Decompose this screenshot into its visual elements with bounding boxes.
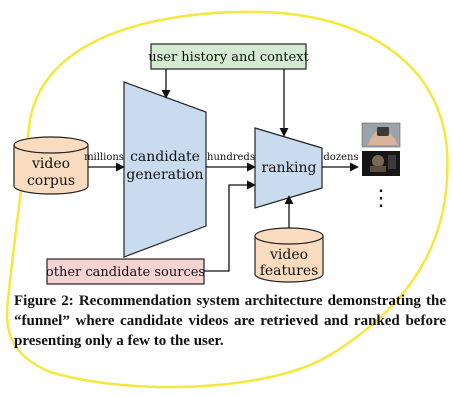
yellow-highlight-circle [5,10,449,389]
edge-label-hundreds: hundreds [207,152,255,163]
video-corpus-label-line1: video [31,156,70,172]
candidate-generation-label-line1: candidate [130,149,200,165]
arrow-other-sources-to-ranking [204,180,256,272]
edge-label-dozens: dozens [323,152,358,163]
other-candidate-sources-label: other candidate sources [46,265,205,280]
video-corpus-label-line2: corpus [27,173,75,189]
user-history-box [150,43,307,70]
video-thumbnail-dark-icon [362,151,400,176]
candidate-generation-funnel [123,81,207,258]
candidate-generation-label-line2: generation [126,167,203,183]
edge-label-millions: millions [84,152,124,163]
video-features-cylinder [254,227,324,283]
more-results-ellipsis: ⋮ [370,186,392,211]
video-features-label-line1: video [269,247,308,263]
video-thumbnail-hand-icon [361,122,401,148]
video-corpus-cylinder [13,136,89,195]
video-features-label-line2: features [260,263,319,279]
ranking-label: ranking [262,160,317,176]
user-history-label: user history and context [148,50,309,65]
figure-caption: Figure 2: Recommendation system architec… [14,293,446,349]
